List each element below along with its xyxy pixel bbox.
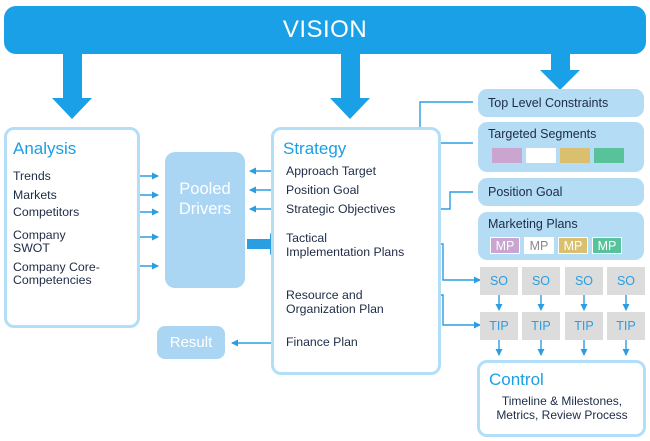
strategy-title: Strategy xyxy=(283,139,347,158)
so-cell: SO xyxy=(607,267,645,295)
pooled-drivers-box: Pooled Drivers xyxy=(165,152,245,288)
targeted-segments-label: Targeted Segments xyxy=(488,127,597,141)
marketing-plans-box: Marketing Plans MP MP MP MP xyxy=(478,212,644,260)
analysis-title: Analysis xyxy=(13,139,77,158)
segment-swatch xyxy=(526,148,556,163)
vision-label: VISION xyxy=(282,16,368,43)
vision-arrow-strategy xyxy=(330,50,370,119)
mp-chip: MP xyxy=(524,237,554,254)
mp-chip: MP xyxy=(558,237,588,254)
analysis-item-competitors: Competitors xyxy=(13,205,80,219)
analysis-item-markets: Markets xyxy=(13,188,57,202)
segment-swatch xyxy=(560,148,590,163)
tip-cell: TIP xyxy=(522,312,560,340)
analysis-panel xyxy=(4,127,140,328)
targeted-segments-box: Targeted Segments xyxy=(478,122,644,172)
control-description: Timeline & Milestones, Metrics, Review P… xyxy=(482,394,642,422)
top-level-constraints-box: Top Level Constraints xyxy=(478,89,644,117)
so-cell: SO xyxy=(480,267,518,295)
vision-banner: VISION xyxy=(4,6,646,54)
vision-arrow-right xyxy=(540,50,580,90)
mp-chip: MP xyxy=(490,237,520,254)
result-box: Result xyxy=(157,326,225,359)
strategy-approach-target: Approach Target xyxy=(286,164,377,178)
control-title: Control xyxy=(489,370,544,389)
so-cell: SO xyxy=(522,267,560,295)
control-line1: Timeline & Milestones, xyxy=(501,394,623,408)
tip-cell: TIP xyxy=(565,312,603,340)
tip-cell: TIP xyxy=(480,312,518,340)
strategy-tactical-line2: Implementation Plans xyxy=(286,245,405,259)
so-cell: SO xyxy=(565,267,603,295)
strategy-resource-line2: Organization Plan xyxy=(286,302,384,316)
result-label: Result xyxy=(169,334,213,351)
segment-swatch xyxy=(492,148,522,163)
control-line2: Metrics, Review Process xyxy=(496,408,628,422)
strategy-finance-plan: Finance Plan xyxy=(286,335,358,349)
marketing-plans-label: Marketing Plans xyxy=(488,217,578,231)
analysis-item-swot: Company SWOT xyxy=(13,228,66,255)
pooled-drivers-line2: Drivers xyxy=(178,200,232,218)
top-level-constraints-label: Top Level Constraints xyxy=(488,96,609,110)
analysis-item-trends: Trends xyxy=(13,169,51,183)
strategy-panel xyxy=(271,127,441,375)
position-goal-box: Position Goal xyxy=(478,178,644,206)
strategy-tactical-line1: Tactical xyxy=(286,231,328,245)
vision-arrow-analysis xyxy=(52,50,92,119)
mp-chip: MP xyxy=(592,237,622,254)
tip-cell: TIP xyxy=(607,312,645,340)
strategy-position-goal: Position Goal xyxy=(286,183,360,197)
pooled-drivers-line1: Pooled xyxy=(179,180,231,198)
vision-arrows xyxy=(52,50,580,119)
analysis-item-core-competencies: Company Core-Competencies xyxy=(13,260,100,287)
position-goal-label: Position Goal xyxy=(488,185,563,199)
strategy-resource-line1: Resource and xyxy=(286,288,363,302)
control-panel xyxy=(477,360,646,437)
segment-swatch xyxy=(594,148,624,163)
strategy-strategic-objectives: Strategic Objectives xyxy=(286,202,396,216)
